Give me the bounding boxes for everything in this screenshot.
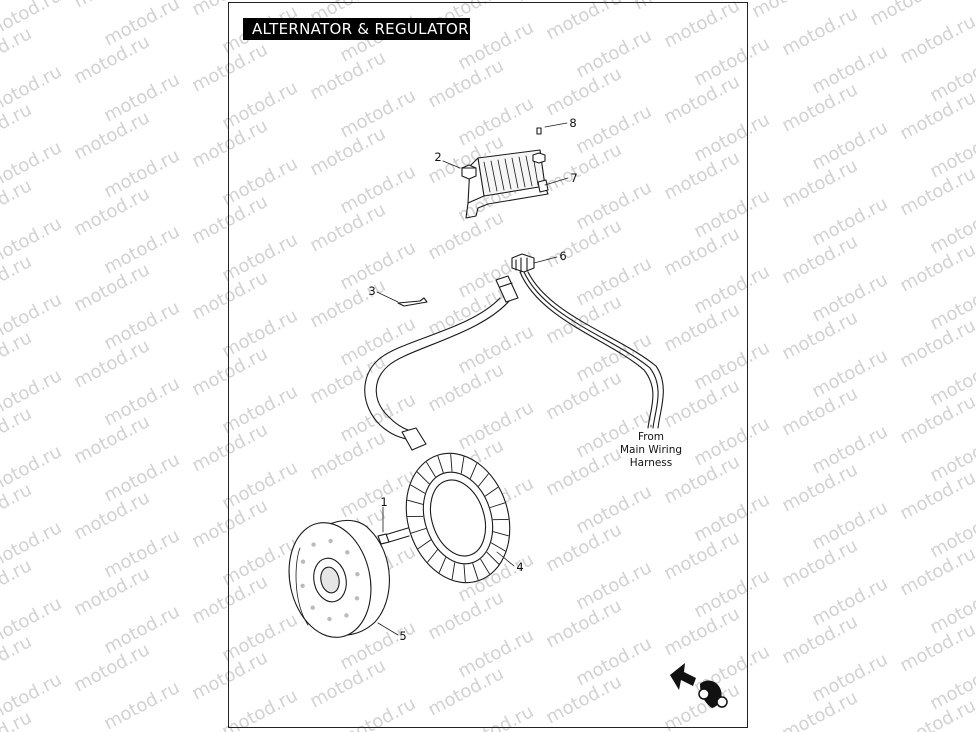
rotor-hole [354, 596, 360, 601]
leader-lines [376, 122, 652, 636]
stator-tooth [410, 528, 427, 534]
rotor-hole [328, 538, 333, 544]
rotor-hole [310, 605, 315, 610]
orientation-arrow-icon [670, 663, 728, 708]
stator-tooth [469, 463, 478, 479]
rotor-hole [327, 616, 332, 622]
stator-tooth [437, 455, 444, 473]
stator-tooth [407, 499, 424, 505]
callout-3: 3 [368, 284, 375, 298]
stator-tooth [451, 562, 456, 580]
stator-tooth [463, 564, 466, 583]
harness-note-line-3: Harness [630, 457, 673, 469]
harness-note: From Main Wiring Harness [620, 431, 682, 469]
stator-tooth [426, 461, 436, 478]
bolt [377, 527, 410, 545]
stator-tooth [460, 456, 465, 474]
stator-tooth [427, 549, 438, 563]
callout-5: 5 [399, 629, 406, 643]
stator-tooth [416, 471, 430, 485]
rotor-hole [300, 559, 306, 564]
diagram-frame [228, 2, 748, 728]
rotor-hole [311, 542, 316, 547]
callout-labels: 1 2 3 4 5 6 7 8 [368, 116, 577, 643]
screw [536, 127, 542, 135]
callout-8: 8 [569, 116, 576, 130]
callout-6: 6 [559, 249, 566, 263]
rotor-hole [355, 572, 360, 577]
stator-tooth [480, 558, 490, 575]
rotor-hole [344, 613, 349, 618]
stator-tooth [489, 502, 506, 508]
harness-note-line-2: Main Wiring [620, 444, 682, 456]
rotor-hole [345, 550, 350, 555]
callout-7: 7 [570, 171, 577, 185]
stator [405, 452, 511, 584]
callout-2: 2 [434, 150, 441, 164]
stator-tooth [472, 563, 479, 581]
stator-tooth [438, 557, 447, 573]
washer [532, 152, 546, 164]
rotor-hole [300, 583, 305, 588]
stator-tooth [450, 453, 453, 472]
stator-cable [364, 275, 519, 451]
page-title: ALTERNATOR & REGULATOR [243, 18, 470, 40]
stator-tooth [490, 542, 506, 552]
stator-tooth [478, 473, 489, 487]
rotor [288, 519, 390, 638]
stator-tooth [492, 531, 509, 537]
stator-tooth [486, 551, 500, 565]
stator-tooth [417, 539, 432, 550]
callout-4: 4 [516, 560, 523, 574]
connector [511, 253, 535, 273]
nut [461, 164, 477, 180]
harness-note-line-1: From [638, 431, 664, 443]
regulator-wires [519, 271, 664, 429]
callout-1: 1 [380, 495, 387, 509]
stator-tooth [484, 486, 499, 497]
cable-strap [397, 297, 428, 307]
stator-tooth [410, 484, 426, 494]
